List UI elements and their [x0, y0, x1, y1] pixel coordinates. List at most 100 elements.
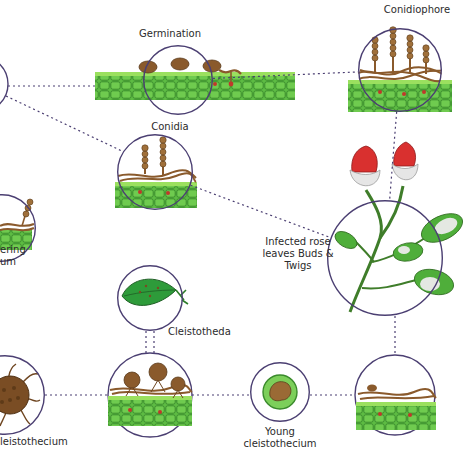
cleistothecium-art [8, 398, 12, 402]
infected-rose-art [392, 241, 425, 264]
leaf-art [139, 285, 159, 297]
mycelium-art [356, 385, 436, 431]
dotted-wire [8, 85, 96, 86]
conidiophore-art [390, 51, 396, 57]
conidiophore-art [423, 51, 429, 57]
leaf-art [157, 287, 159, 289]
young-cleistothecium-art [270, 382, 291, 401]
conidia-art [142, 157, 148, 163]
dotted-connector [390, 112, 397, 200]
conidiophore-art [402, 92, 406, 96]
leaf-art [149, 295, 151, 297]
cleistothecia-art [171, 377, 185, 391]
conidiophore-art [407, 41, 413, 47]
dotted-wire [310, 394, 355, 395]
conidiophore-art [372, 27, 429, 63]
infected-rose-art [332, 228, 360, 252]
conidia-art [138, 190, 142, 194]
conidiophore-art [375, 36, 426, 74]
stage-circle: Young cleistothecium [250, 362, 310, 422]
mycelium-art [356, 402, 436, 406]
mycelium-art [378, 412, 382, 416]
dotted-wire [394, 316, 395, 355]
circle-outline [143, 45, 213, 115]
conidiophore-art [423, 57, 429, 63]
cleistothecia-art [158, 410, 162, 414]
stage-circle: Infected rose leaves Buds & Twigs [327, 200, 443, 316]
mycelium-art [378, 412, 412, 417]
circle-outline [0, 356, 44, 435]
infected-rose-art [332, 142, 467, 312]
conidiophore-art [390, 39, 396, 45]
stage-label: Infected rose leaves Buds & Twigs [262, 236, 334, 272]
germination-art [95, 72, 295, 100]
stage-circle: leistothecium [0, 355, 45, 435]
circle-outline [117, 134, 193, 210]
cleistothecia-art [108, 396, 192, 426]
cleistothecia-art [149, 363, 167, 381]
conidiophore-art [390, 33, 396, 39]
cleistothecium-art [0, 386, 20, 404]
stage-label: Conidia [140, 121, 200, 133]
conidiophore-art [348, 27, 452, 112]
conidia-art [118, 146, 196, 182]
circle-outline [359, 29, 442, 112]
mycelium-art [27, 199, 33, 205]
conidia-art [160, 149, 166, 155]
germination-art [171, 58, 189, 70]
infected-rose-art [394, 142, 416, 166]
conidiophore-art [372, 49, 378, 55]
stage-circle: Conidiophore [358, 28, 442, 112]
stage-circle: ering um [0, 194, 36, 262]
conidia-art [120, 173, 196, 182]
conidiophore-art [407, 35, 413, 41]
conidia-art [166, 191, 170, 195]
germination-art [219, 70, 241, 74]
cleistothecium-art [16, 396, 20, 400]
mycelium-art [0, 224, 34, 230]
leaf-art [139, 291, 141, 293]
mycelium-art [356, 402, 436, 430]
circle-outline [358, 28, 442, 112]
conidiophore-art [372, 43, 378, 49]
infected-rose-art [398, 246, 410, 254]
conidia-art [142, 163, 148, 169]
cleistothecium-art [12, 386, 16, 390]
dotted-wire [6, 96, 124, 152]
stage-label: Germination [125, 28, 215, 40]
germination-art [95, 58, 295, 100]
circle-fill [250, 362, 310, 422]
dotted-wire [145, 331, 146, 353]
circle-outline [144, 46, 213, 115]
circle-outline [118, 266, 183, 331]
circle-outline [327, 200, 443, 316]
infected-rose-art [350, 190, 381, 312]
circle-outline [328, 201, 443, 316]
stage-label: Cleistotheda [168, 326, 248, 338]
conidia-art [160, 137, 166, 143]
conidia-art [160, 161, 166, 167]
young-cleistothecium-art [263, 375, 297, 409]
plain-circle [108, 353, 192, 437]
infected-rose-art [412, 265, 457, 299]
plain-circle [355, 355, 435, 435]
dotted-connector [213, 72, 358, 79]
conidiophore-art [422, 90, 426, 94]
infected-rose-art [380, 186, 403, 238]
stage-circle: Germination [143, 45, 213, 115]
circle-outline [118, 135, 193, 210]
stage-label: Young cleistothecium [237, 426, 323, 450]
plain-circle [0, 56, 435, 437]
dotted-wire [192, 394, 250, 395]
conidia-art [142, 137, 166, 169]
circle-outline [250, 362, 310, 422]
conidia-art [160, 143, 166, 149]
conidiophore-art [423, 45, 429, 51]
infected-rose-art [420, 277, 440, 291]
germination-art [95, 72, 295, 76]
conidiophore-art [360, 70, 448, 81]
conidiophore-art [378, 90, 382, 94]
stage-circle: Cleistotheda [117, 265, 183, 331]
cleistothecia-art [124, 363, 185, 391]
